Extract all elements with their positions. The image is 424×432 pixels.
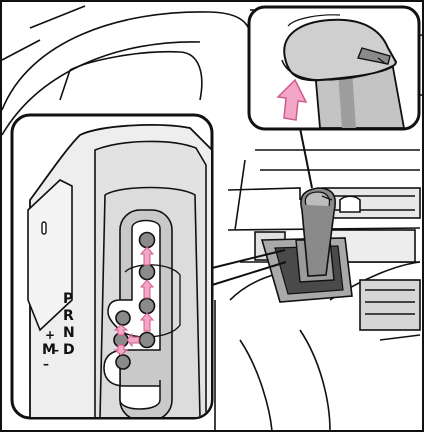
position-minus-circle bbox=[116, 355, 130, 369]
label-r: R bbox=[63, 308, 74, 324]
label-p: P bbox=[63, 291, 73, 307]
label-plus: + bbox=[45, 328, 55, 342]
label-minus: – bbox=[43, 357, 49, 371]
position-r-circle bbox=[140, 265, 155, 280]
knob-detail-inset bbox=[249, 7, 419, 129]
position-n-circle bbox=[140, 299, 155, 314]
position-plus-circle bbox=[116, 311, 130, 325]
label-d: D bbox=[63, 342, 75, 358]
position-p-circle bbox=[140, 233, 155, 248]
label-n: N bbox=[63, 325, 75, 341]
label-m-dash: – bbox=[53, 343, 59, 357]
shift-gate-inset: P R N D + M – – bbox=[12, 115, 212, 420]
position-d-circle bbox=[140, 333, 155, 348]
